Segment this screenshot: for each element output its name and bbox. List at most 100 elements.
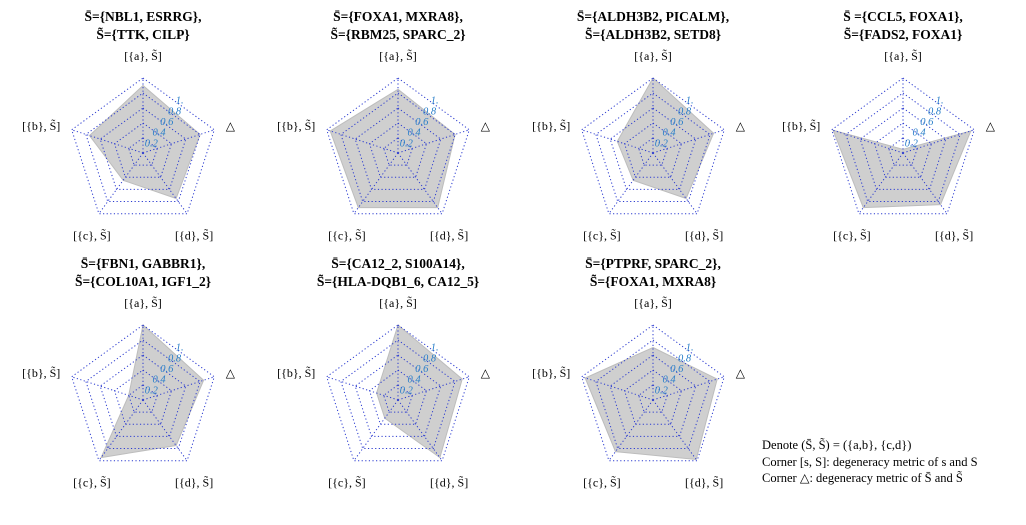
tick-label: 0.8 xyxy=(928,106,942,117)
axis-label: [{d}, S̃] xyxy=(685,228,723,242)
radar-chart-1: S̄={NBL1, ESRRG},S̃={TTK, CILP}1.0.80.60… xyxy=(22,9,236,242)
grid-ring xyxy=(581,77,725,215)
grid-ring xyxy=(71,77,215,215)
tick-label: 0.6 xyxy=(670,364,684,375)
grid-ring xyxy=(383,137,413,166)
axis-label: [{c}, S̃] xyxy=(73,228,111,242)
tick-label: 1. xyxy=(686,96,694,107)
radar-chart-5: S̄={FBN1, GABBR1}, S̃={COL10A1, IGF1_2} 1.… xyxy=(22,256,236,489)
chart-title-line-2: S̃={HLA-DQB1_6, CA12_5} xyxy=(317,274,479,289)
tick-label: 0.2 xyxy=(655,138,669,149)
axis-label: [{b}, S̃] xyxy=(277,119,315,133)
grid-ring xyxy=(638,137,668,166)
grid-ring xyxy=(354,107,442,190)
tick-label: 0.4 xyxy=(408,375,422,386)
tick-label: 0.4 xyxy=(153,375,167,386)
grid-ring xyxy=(354,354,442,437)
chart-title-line-2: S̃={RBM25, SPARC_2} xyxy=(330,27,465,42)
tick-label: 0.6 xyxy=(920,117,934,128)
tick-label: 0.4 xyxy=(153,128,167,139)
axis-label: △ xyxy=(226,119,236,133)
axis-label: [{b}, S̃] xyxy=(532,366,570,380)
axis-label: [{a}, S̃] xyxy=(884,49,922,63)
tick-label: 0.8 xyxy=(168,106,182,117)
tick-label: 0.4 xyxy=(408,128,422,139)
grid-spoke xyxy=(353,399,399,461)
grid-ring xyxy=(71,324,215,462)
axis-label: [{a}, S̃] xyxy=(379,49,417,63)
axis-label: [{d}, S̃] xyxy=(430,228,468,242)
axis-label: [{d}, S̃] xyxy=(430,475,468,489)
axis-label: [{a}, S̃] xyxy=(634,49,672,63)
tick-label: 0.2 xyxy=(655,385,669,396)
grid-ring xyxy=(831,77,975,215)
tick-label: 0.8 xyxy=(678,106,692,117)
chart-title-line-1: S̄ ={CCL5, FOXA1}, xyxy=(843,9,963,24)
grid-ring xyxy=(888,137,918,166)
axis-label: [{b}, S̃] xyxy=(532,119,570,133)
grid-ring xyxy=(99,354,187,437)
chart-title-line-2: S̃={FADS2, FOXA1} xyxy=(844,27,963,42)
chart-title-line-2: S̃={FOXA1, MXRA8} xyxy=(590,274,716,289)
chart-title-line-2: S̃={ALDH3B2, SETD8} xyxy=(585,27,721,42)
axis-label: △ xyxy=(986,119,996,133)
axis-label: △ xyxy=(481,366,491,380)
chart-title-line-1: S̄={FOXA1, MXRA8}, xyxy=(333,9,463,24)
tick-label: 0.8 xyxy=(678,353,692,364)
chart-title-line-1: S̄={NBL1, ESRRG}, xyxy=(85,9,202,24)
tick-label: 1. xyxy=(176,343,184,354)
chart-title-line-1: S̄={FBN1, GABBR1}, xyxy=(81,256,205,271)
tick-label: 0.8 xyxy=(423,106,437,117)
tick-label: 0.6 xyxy=(415,364,429,375)
tick-label: 0.4 xyxy=(663,128,677,139)
radar-area xyxy=(832,129,972,209)
grid-ring xyxy=(859,107,947,190)
axis-label: △ xyxy=(736,366,746,380)
axis-label: △ xyxy=(481,119,491,133)
tick-label: 0.2 xyxy=(145,138,159,149)
radar-chart-2: S̄={FOXA1, MXRA8},S̃={RBM25, SPARC_2}1.0… xyxy=(277,9,491,242)
grid-ring xyxy=(623,122,683,178)
radar-chart-4: S̄ ={CCL5, FOXA1}, S̃={FADS2, FOXA1} 1.0.8… xyxy=(782,9,996,242)
grid-ring xyxy=(383,384,413,413)
note-line-3: Corner △: degeneracy metric of S̄ and S̃ xyxy=(762,471,963,485)
grid-ring xyxy=(128,137,158,166)
grid-ring xyxy=(581,324,725,462)
tick-label: 0.6 xyxy=(160,364,174,375)
tick-label: 0.4 xyxy=(663,375,677,386)
axis-label: [{b}, S̃] xyxy=(782,119,820,133)
axis-label: △ xyxy=(736,119,746,133)
grid-ring xyxy=(368,369,428,425)
axis-label: [{d}, S̃] xyxy=(935,228,973,242)
axis-label: [{a}, S̃] xyxy=(124,49,162,63)
legend-note: Denote (S̄, S̃) = ({a,b}, {c,d}) Corner … xyxy=(762,437,978,487)
grid-ring xyxy=(99,107,187,190)
chart-title-line-1: S̄={PTPRF, SPARC_2}, xyxy=(585,256,721,271)
axis-label: [{d}, S̃] xyxy=(175,475,213,489)
chart-title-line-1: S̄={CA12_2, S100A14}, xyxy=(331,256,464,271)
tick-label: 0.8 xyxy=(168,353,182,364)
grid-ring xyxy=(873,122,933,178)
grid-ring xyxy=(609,107,697,190)
axis-label: [{a}, S̃] xyxy=(124,296,162,310)
tick-label: 0.2 xyxy=(400,138,414,149)
radar-area xyxy=(616,77,715,200)
radar-chart-7: S̄={PTPRF, SPARC_2},S̃={FOXA1, MXRA8}1.0… xyxy=(532,256,746,489)
grid-ring xyxy=(368,122,428,178)
chart-title-line-2: S̃={COL10A1, IGF1_2} xyxy=(75,274,211,289)
tick-label: 0.2 xyxy=(145,385,159,396)
tick-label: 1. xyxy=(936,96,944,107)
radar-chart-3: S̄={ALDH3B2, PICALM},S̃={ALDH3B2, SETD8}… xyxy=(532,9,746,242)
grid-ring xyxy=(609,354,697,437)
tick-label: 1. xyxy=(431,96,439,107)
note-line-1: Denote (S̄, S̃) = ({a,b}, {c,d}) xyxy=(762,438,912,452)
tick-label: 1. xyxy=(176,96,184,107)
axis-label: [{c}, S̃] xyxy=(328,475,366,489)
axis-label: [{b}, S̃] xyxy=(22,366,60,380)
tick-label: 0.4 xyxy=(913,128,927,139)
axis-label: [{c}, S̃] xyxy=(583,475,621,489)
tick-label: 0.6 xyxy=(670,117,684,128)
grid-ring xyxy=(638,384,668,413)
radar-chart-6: S̄={CA12_2, S100A14}, S̃={HLA-DQB1_6, CA1… xyxy=(277,256,491,489)
